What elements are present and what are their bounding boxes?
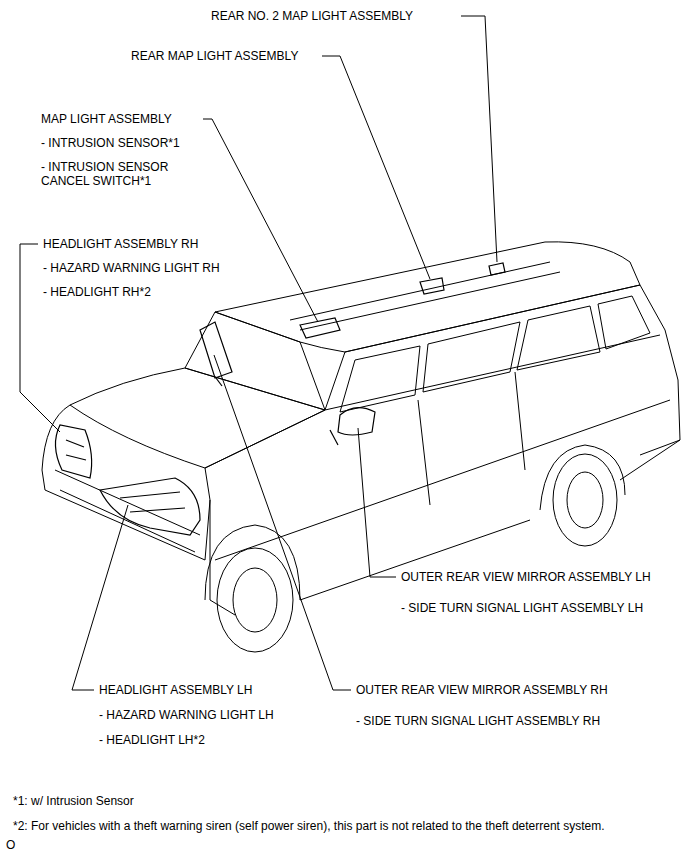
part-label: O [5,838,16,852]
part-label: *2: For vehicles with a theft warning si… [12,819,606,833]
part-label: HEADLIGHT ASSEMBLY RH [42,237,199,251]
part-label: *1: w/ Intrusion Sensor [12,794,135,808]
part-label: MAP LIGHT ASSEMBLY [40,112,173,126]
part-shapes [55,263,505,535]
suv-outline [42,242,680,652]
part-label: - HEADLIGHT RH*2 [42,285,152,299]
part-label: - HAZARD WARNING LIGHT RH [42,261,221,275]
part-label: - SIDE TURN SIGNAL LIGHT ASSEMBLY LH [400,601,644,615]
part-label: REAR MAP LIGHT ASSEMBLY [130,49,299,63]
part-label: - INTRUSION SENSOR CANCEL SWITCH*1 [40,160,192,188]
part-label: - HAZARD WARNING LIGHT LH [98,708,275,722]
part-label: HEADLIGHT ASSEMBLY LH [98,683,253,697]
part-label: - HEADLIGHT LH*2 [98,733,206,747]
part-label: OUTER REAR VIEW MIRROR ASSEMBLY LH [400,570,652,584]
part-label: - INTRUSION SENSOR*1 [40,136,181,150]
part-label: - SIDE TURN SIGNAL LIGHT ASSEMBLY RH [355,714,601,728]
part-label: OUTER REAR VIEW MIRROR ASSEMBLY RH [355,683,609,697]
leader-lines [20,16,497,690]
part-label: REAR NO. 2 MAP LIGHT ASSEMBLY [210,9,414,23]
